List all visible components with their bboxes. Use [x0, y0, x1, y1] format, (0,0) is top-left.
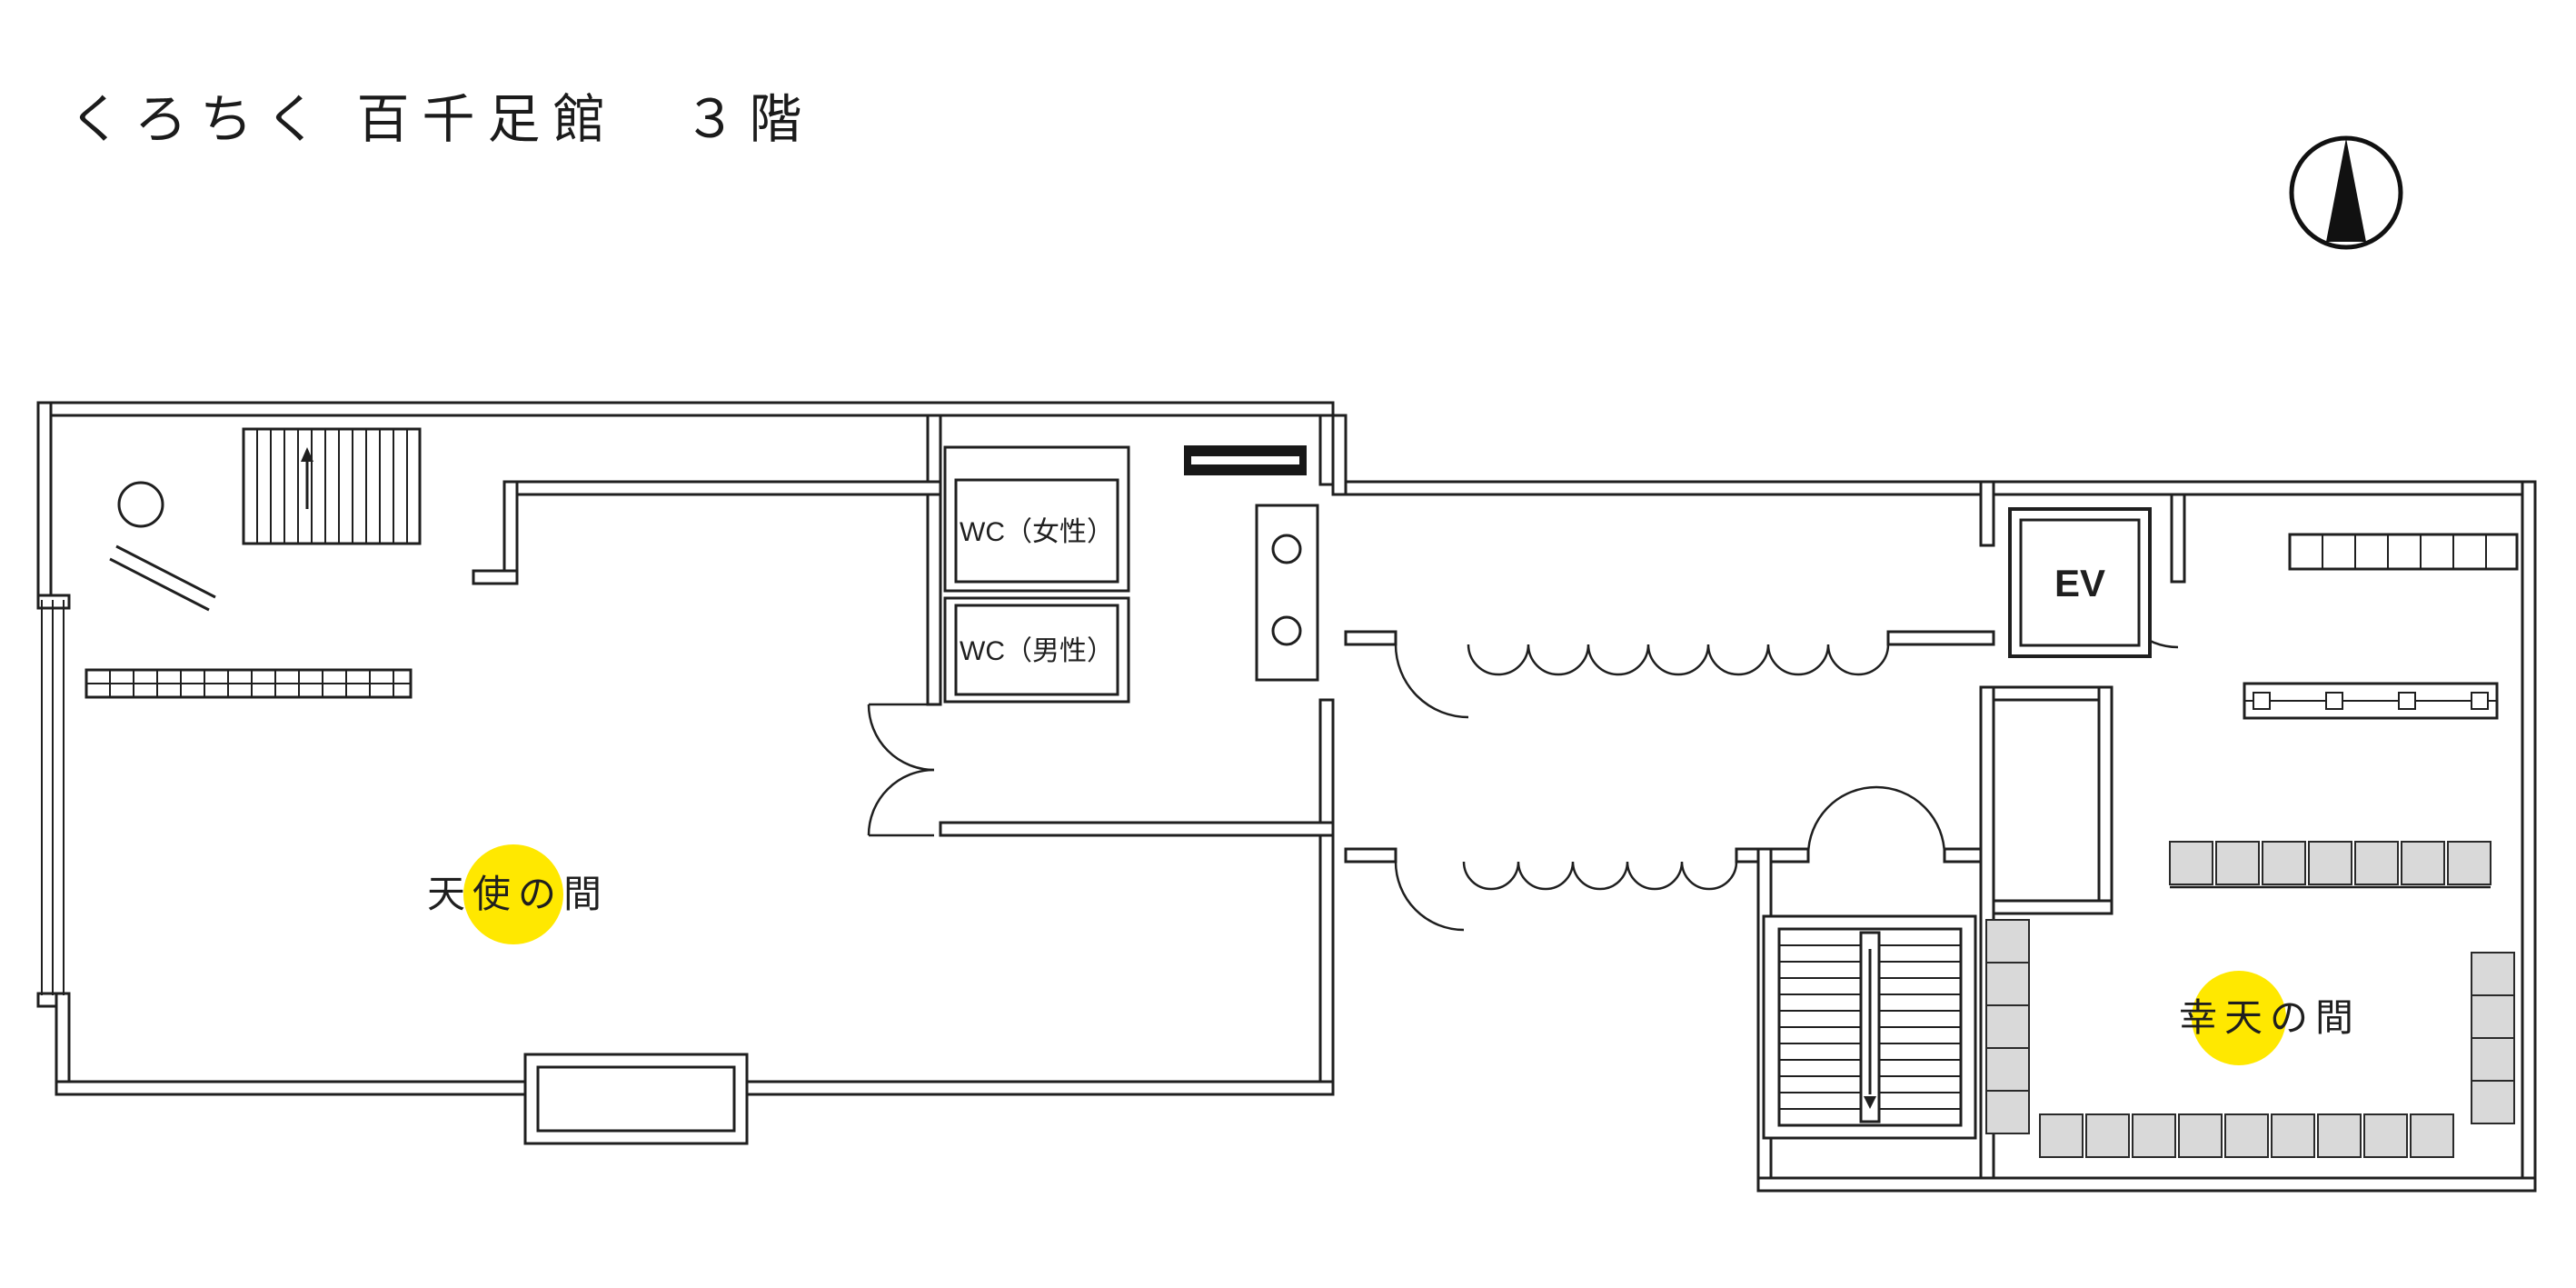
- page-title: くろちく 百千足館 ３階: [69, 90, 815, 149]
- wall: [2170, 493, 2186, 584]
- stair-direction-arrow: [1864, 1096, 1876, 1109]
- wall: [55, 992, 71, 1096]
- cabinet-stripe: [1191, 456, 1299, 464]
- room-left-label: 天使の間: [427, 874, 609, 916]
- stairs-upper-left: [109, 427, 422, 612]
- wall: [926, 414, 942, 484]
- walls: [36, 401, 2537, 1193]
- wall: [926, 493, 942, 706]
- wall: [1318, 698, 1335, 1083]
- stage-platform: [523, 1053, 749, 1145]
- right-room-counters: [2170, 533, 2519, 889]
- elevator-label: EV: [2054, 562, 2105, 604]
- north-arrow-needle: [2326, 138, 2366, 242]
- right-room-furniture: [1985, 841, 2515, 1158]
- stair-direction-arrow: [301, 447, 313, 462]
- room-left-highlight: [463, 844, 563, 944]
- wc-female-inner: [954, 478, 1119, 584]
- room-labels: 天使の間 幸天の間: [427, 874, 2361, 1040]
- wc-male-inner: [954, 604, 1119, 696]
- wall: [1886, 630, 1995, 646]
- wall: [2097, 685, 2114, 915]
- wall: [939, 821, 1335, 837]
- basin-circle: [1271, 615, 1302, 646]
- wall: [1979, 480, 2537, 496]
- elevator-car: [2019, 518, 2141, 647]
- wall: [502, 480, 942, 496]
- left-window-band: [41, 600, 65, 995]
- north-arrow: [2289, 135, 2403, 250]
- room-right-label: 幸天の間: [2179, 998, 2361, 1040]
- wall: [1344, 630, 1397, 646]
- basin-unit: [1255, 504, 1319, 682]
- column-circle: [117, 481, 164, 528]
- wall: [1992, 899, 2114, 915]
- room-right-highlight: [2192, 971, 2286, 1065]
- basin-circle: [1271, 534, 1302, 564]
- wall: [472, 569, 519, 585]
- wall: [36, 401, 1335, 417]
- wall: [1992, 685, 2106, 702]
- wc-labels: WC（女性） WC（男性）: [960, 517, 1114, 666]
- wall: [1318, 414, 1335, 486]
- wall: [1979, 480, 1995, 547]
- wc-block: [943, 445, 1130, 704]
- wall: [502, 480, 519, 585]
- wall: [1344, 480, 1995, 496]
- left-counter-band: [85, 668, 413, 699]
- elevator: EV: [2008, 507, 2152, 658]
- wc-male-label: WC（男性）: [960, 636, 1114, 666]
- wc-female-label: WC（女性）: [960, 517, 1114, 547]
- wall: [2521, 480, 2537, 1193]
- wall: [36, 401, 53, 608]
- wall: [1331, 414, 1348, 496]
- vestibule: [1184, 445, 1319, 682]
- stairs-right: [1762, 914, 1977, 1140]
- wall: [1756, 1176, 2537, 1193]
- wall: [1344, 847, 1397, 864]
